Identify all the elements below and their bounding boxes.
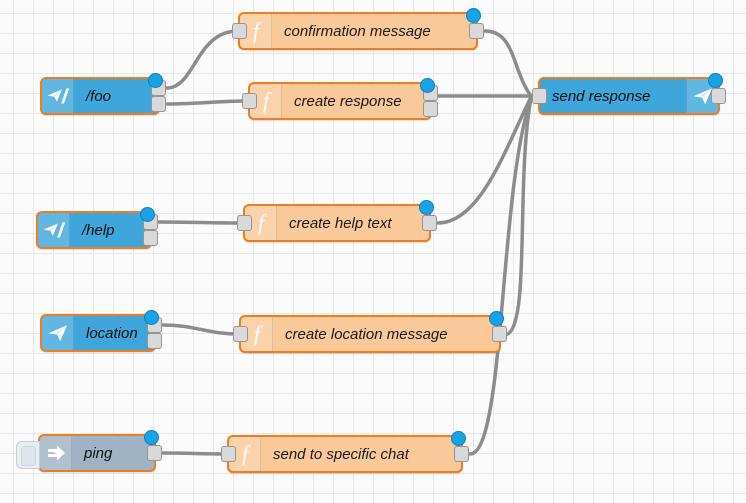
node-label: create help text	[289, 214, 392, 232]
inject-arrow-icon	[40, 436, 72, 470]
node-output-port[interactable]	[492, 326, 507, 342]
node-output-port[interactable]	[147, 445, 162, 461]
node-label: ping	[84, 444, 113, 462]
node-create-help-text[interactable]: f create help text	[237, 200, 437, 242]
wire-foo-to-confirmation	[165, 29, 240, 90]
svg-text:f: f	[262, 89, 271, 113]
node-send-response[interactable]: send response	[532, 73, 726, 115]
inject-trigger-button[interactable]	[16, 441, 40, 469]
node-ping[interactable]: ping	[16, 430, 162, 472]
telegram-command-icon	[38, 213, 70, 247]
node-confirmation-message[interactable]: f confirmation message	[232, 8, 484, 50]
node-input-port[interactable]	[221, 446, 236, 462]
node-label: send to specific chat	[273, 445, 409, 463]
telegram-command-icon	[42, 79, 74, 113]
telegram-icon	[686, 79, 718, 113]
node-changed-indicator	[144, 430, 159, 445]
node-changed-indicator	[148, 73, 163, 88]
svg-text:f: f	[241, 442, 250, 466]
node-create-location-message[interactable]: f create location message	[233, 311, 507, 353]
node-label: create response	[294, 92, 402, 110]
wire-create-help-text-to-send-response	[436, 95, 533, 225]
node-location[interactable]: location	[40, 310, 162, 352]
wire-help-to-create-help-text	[157, 220, 245, 225]
node-create-response[interactable]: f create response	[242, 78, 438, 120]
telegram-icon	[42, 316, 74, 350]
node-output-port[interactable]	[454, 446, 469, 462]
node-input-port[interactable]	[242, 93, 257, 109]
node-label: send response	[552, 87, 651, 105]
svg-text:f: f	[257, 211, 266, 235]
node-label: location	[86, 324, 138, 342]
node-changed-indicator	[451, 431, 466, 446]
node-input-port[interactable]	[233, 326, 248, 342]
wire-ping-to-send-to-specific-chat	[161, 451, 229, 456]
node-changed-indicator	[420, 78, 435, 93]
node-changed-indicator	[489, 311, 504, 326]
node-input-port[interactable]	[237, 215, 252, 231]
node-changed-indicator	[466, 8, 481, 23]
node-output-port[interactable]	[147, 333, 162, 349]
node-label: /help	[82, 221, 115, 239]
node-output-port[interactable]	[469, 23, 484, 39]
node-changed-indicator	[419, 200, 434, 215]
node-label: create location message	[285, 325, 448, 343]
wire-confirmation-to-send-response	[483, 29, 533, 98]
node-output-port[interactable]	[423, 101, 438, 117]
wire-location-to-create-location-message	[161, 323, 241, 336]
node-label: /foo	[86, 87, 112, 105]
node-output-port[interactable]	[143, 230, 158, 246]
node-send-to-specific-chat[interactable]: f send to specific chat	[221, 431, 469, 473]
node-help[interactable]: /help	[36, 207, 158, 249]
node-output-port[interactable]	[151, 96, 166, 112]
wire-send-to-specific-chat-to-send-response	[468, 97, 533, 456]
node-input-port[interactable]	[232, 23, 247, 39]
svg-text:f: f	[252, 19, 261, 43]
node-changed-indicator	[144, 310, 159, 325]
node-label: confirmation message	[284, 22, 431, 40]
node-output-port[interactable]	[422, 215, 437, 231]
node-output-port[interactable]	[711, 88, 726, 104]
node-changed-indicator	[140, 207, 155, 222]
wire-foo-to-create-response	[165, 99, 250, 106]
node-input-port[interactable]	[532, 88, 547, 104]
wire-create-location-message-to-send-response	[506, 96, 533, 336]
svg-text:f: f	[253, 322, 262, 346]
node-changed-indicator	[708, 73, 723, 88]
node-foo[interactable]: /foo	[40, 73, 166, 115]
